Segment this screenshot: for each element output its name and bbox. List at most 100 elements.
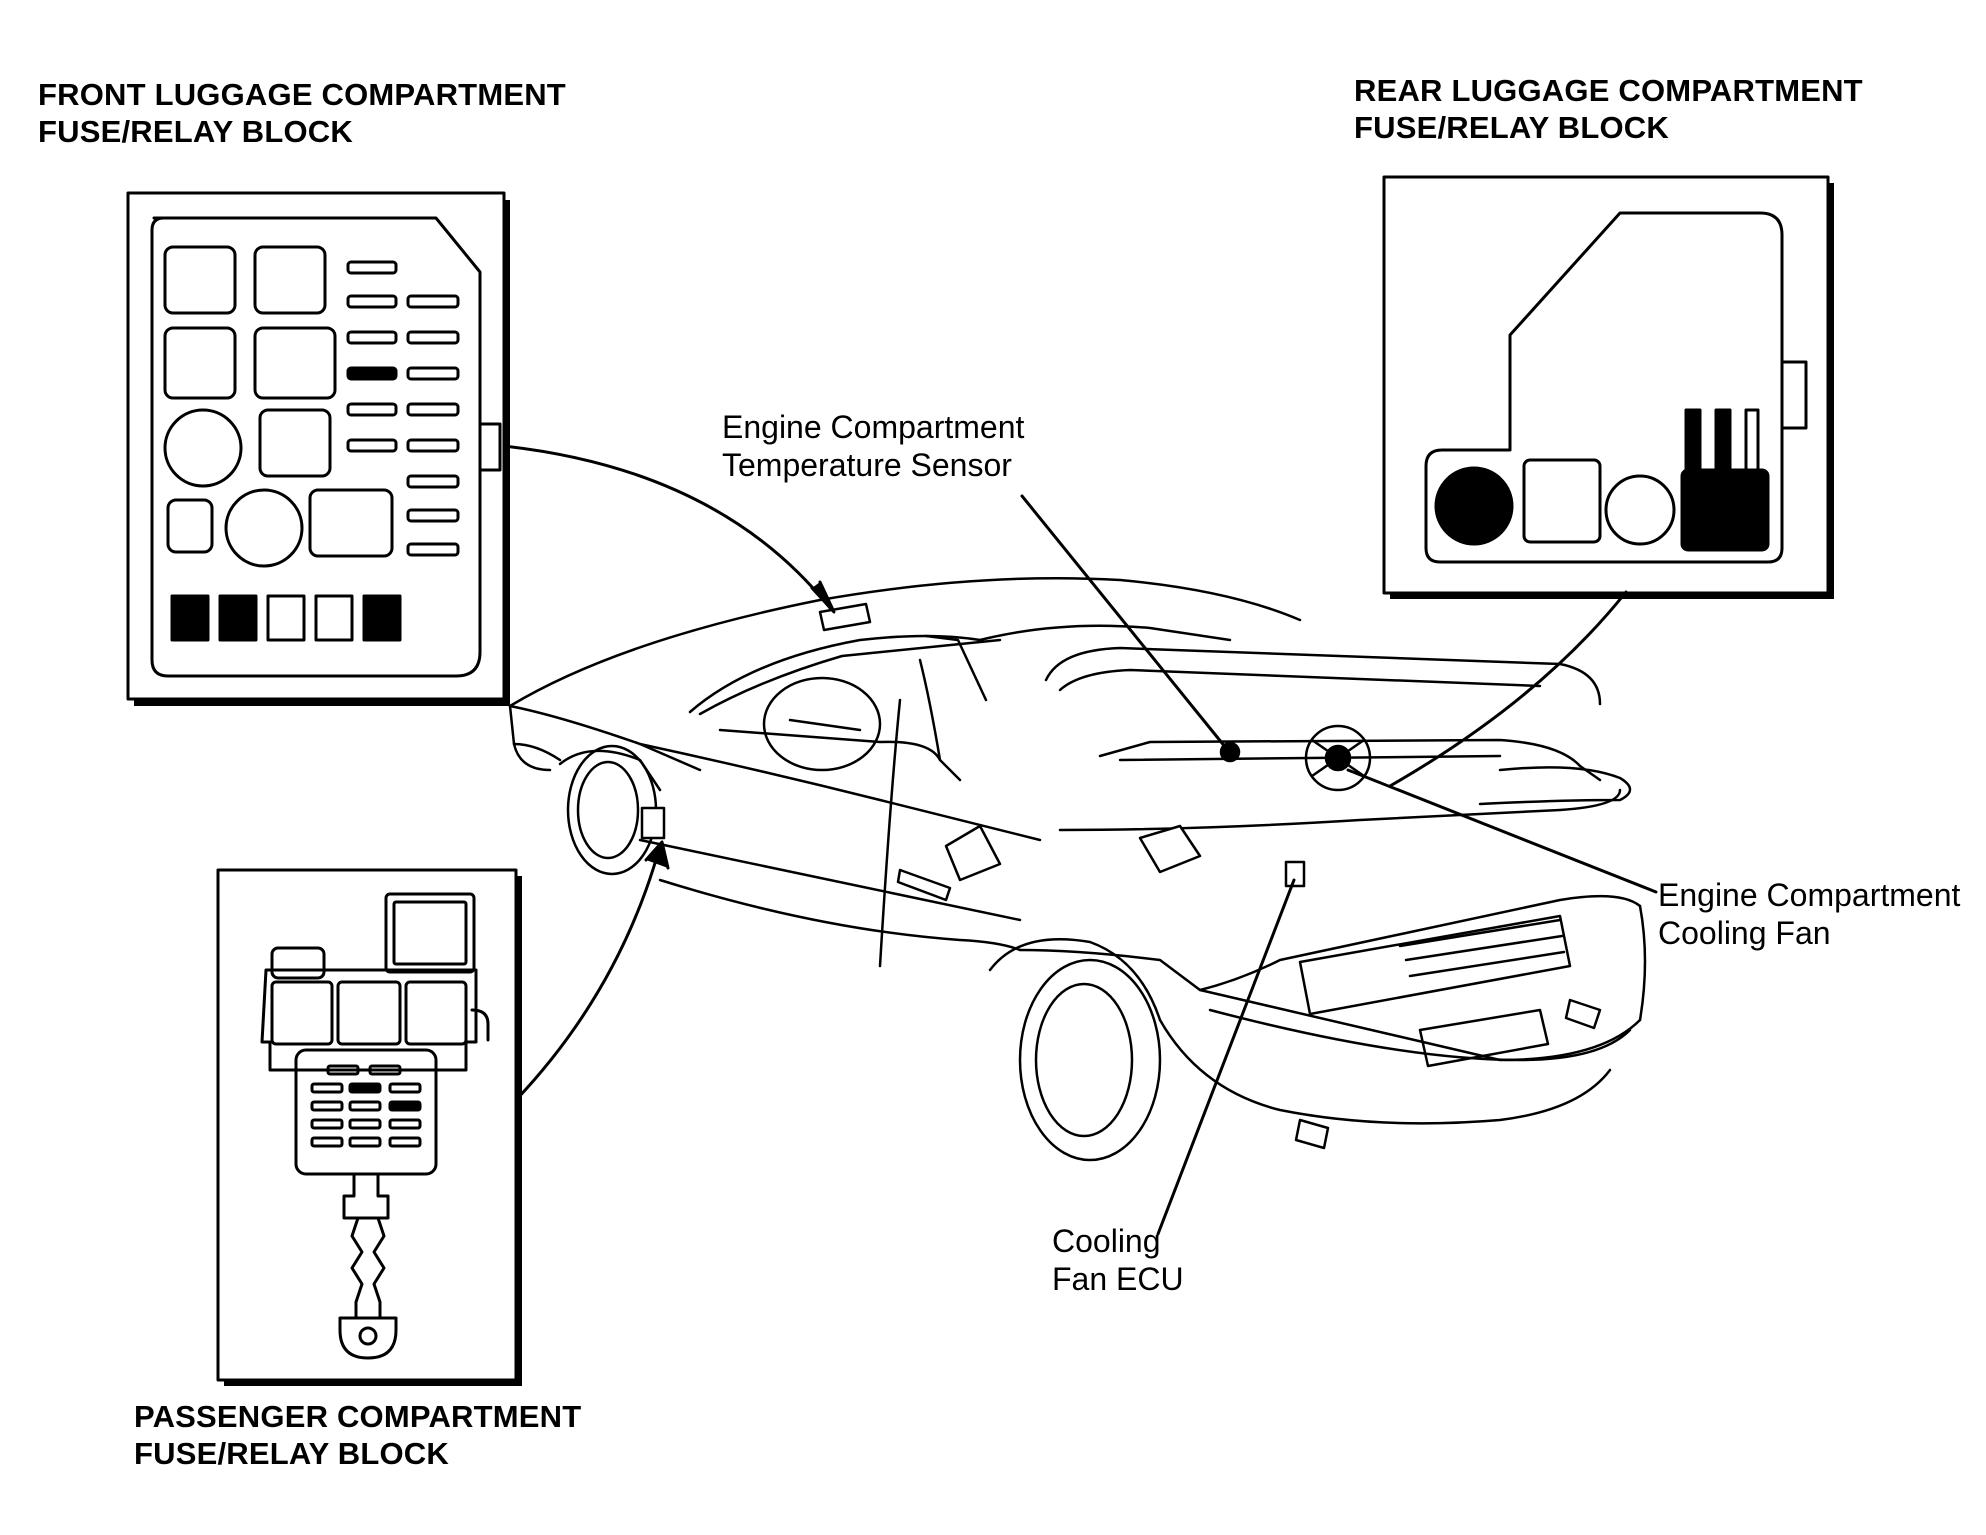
passenger-block-label-line2: FUSE/RELAY BLOCK <box>134 1436 449 1472</box>
passenger-fuse <box>388 1136 422 1148</box>
passenger-relay-housing <box>260 968 478 1072</box>
car-b-pillar <box>918 658 962 782</box>
front-relay-round <box>224 488 304 568</box>
passenger-fuse <box>348 1136 382 1148</box>
passenger-fuse-block-inset <box>216 868 522 1386</box>
front-maxi-fuse-dark <box>362 594 402 642</box>
car-front-fender-line <box>508 704 702 772</box>
passenger-fuse <box>348 1118 382 1130</box>
front-fuse <box>346 260 398 275</box>
cooling-fan-label: Engine Compartment Cooling Fan <box>1658 876 1960 953</box>
passenger-fuse <box>348 1100 382 1112</box>
leader-fan-ecu <box>1156 878 1296 1236</box>
temp-sensor-label-line2: Temperature Sensor <box>722 447 1012 484</box>
car-engine-lid <box>1098 738 1602 782</box>
car-front-wheel-arch <box>558 749 662 792</box>
car-front-wheel-inner <box>576 760 640 860</box>
front-block-label-line2: FUSE/RELAY BLOCK <box>38 114 353 150</box>
car-rear-window-frame <box>1044 646 1602 706</box>
car-a-pillar <box>698 638 1002 716</box>
front-relay <box>258 408 332 478</box>
rear-block-label: REAR LUGGAGE COMPARTMENT FUSE/RELAY BLOC… <box>1354 72 1863 146</box>
arrow-front-block-head <box>810 580 836 614</box>
fan-ecu-label-line1: Cooling <box>1052 1223 1161 1259</box>
car-rear-bumper <box>1208 1008 1632 1062</box>
arrow-front-block <box>502 444 832 610</box>
passenger-fuse-panel <box>294 1048 438 1176</box>
car-roof <box>978 624 1232 642</box>
car-side-molding <box>638 838 1022 922</box>
front-maxi-fuse-dark <box>170 594 210 642</box>
temp-sensor-label-line1: Engine Compartment <box>722 409 1025 445</box>
front-block-label-line1: FRONT LUGGAGE COMPARTMENT <box>38 77 566 112</box>
front-fuse <box>406 438 460 453</box>
car-rear-grille-3 <box>1408 950 1566 978</box>
passenger-connector-stem <box>342 1172 390 1220</box>
car-lower-rear <box>1158 1018 1612 1125</box>
car-door-handle <box>896 868 952 902</box>
front-maxi-fuse-dark <box>218 594 258 642</box>
passenger-fuse <box>310 1082 344 1094</box>
car-side-top <box>638 742 1042 842</box>
front-block-label: FRONT LUGGAGE COMPARTMENT FUSE/RELAY BLO… <box>38 76 566 150</box>
rear-relay-round <box>1604 474 1676 546</box>
car-rear-fascia-top <box>1198 894 1642 992</box>
car-door-window <box>718 728 942 762</box>
front-relay <box>253 326 337 400</box>
car-rear-deck <box>1058 788 1622 832</box>
front-fuse <box>406 366 460 381</box>
passenger-fuse <box>368 1064 402 1076</box>
cooling-fan-label-line1: Engine Compartment <box>1658 877 1961 913</box>
rear-relay-round-dark <box>1434 466 1514 546</box>
passenger-fuse <box>388 1118 422 1130</box>
front-fuse <box>406 402 460 417</box>
arrow-passenger-block <box>514 844 662 1102</box>
front-relay <box>166 498 214 554</box>
passenger-fuse <box>310 1136 344 1148</box>
passenger-fuse-dark <box>348 1082 382 1094</box>
arrow-passenger-block-head <box>644 840 670 870</box>
car-rear-wheel-arch <box>988 938 1162 1022</box>
car-rear-grille-1 <box>1398 918 1562 948</box>
car-rear-wheel <box>1018 958 1162 1162</box>
front-fuse <box>346 330 398 345</box>
front-relay <box>308 488 394 558</box>
passenger-block-label: PASSENGER COMPARTMENT FUSE/RELAY BLOCK <box>134 1398 581 1472</box>
rear-fuse-dark <box>1684 408 1702 474</box>
passenger-block-label-line1: PASSENGER COMPARTMENT <box>134 1399 582 1434</box>
rear-block-label-line2: FUSE/RELAY BLOCK <box>1354 110 1669 146</box>
passenger-fuse <box>310 1118 344 1130</box>
front-relay-round <box>163 408 243 488</box>
car-seat-back <box>924 634 988 702</box>
front-fuse <box>346 294 398 309</box>
car-fan-ecu-marker <box>1284 860 1306 888</box>
car-rear-quarter <box>1018 948 1642 1062</box>
car-exhaust <box>1294 1118 1330 1150</box>
passenger-clip <box>470 1008 490 1042</box>
passenger-connector-hole <box>358 1326 378 1346</box>
rear-block-label-line1: REAR LUGGAGE COMPARTMENT <box>1354 73 1863 108</box>
cooling-fan-label-line2: Cooling Fan <box>1658 915 1831 952</box>
front-block-outline <box>150 216 482 678</box>
leader-lines <box>502 444 1658 1236</box>
front-maxi-fuse <box>314 594 354 642</box>
car-rocker-line <box>658 878 1022 952</box>
car-side-vent <box>944 824 1002 882</box>
car-passenger-block-marker <box>640 806 666 840</box>
car-illustration <box>508 576 1647 1162</box>
front-fuse-block-inset <box>126 191 510 706</box>
car-windshield-frame <box>688 634 982 714</box>
car-exhaust-right <box>1564 998 1602 1030</box>
front-fuse <box>346 402 398 417</box>
front-fuse <box>406 508 460 523</box>
passenger-relay <box>404 980 468 1046</box>
car-front-lower <box>512 742 562 762</box>
front-fuse <box>346 438 398 453</box>
passenger-top-relay-inner <box>392 900 468 966</box>
car-door-line <box>878 698 902 968</box>
car-taillights <box>1298 914 1572 1016</box>
rear-fuse-block-inset <box>1382 175 1834 599</box>
car-rear-fascia <box>1638 904 1647 1022</box>
